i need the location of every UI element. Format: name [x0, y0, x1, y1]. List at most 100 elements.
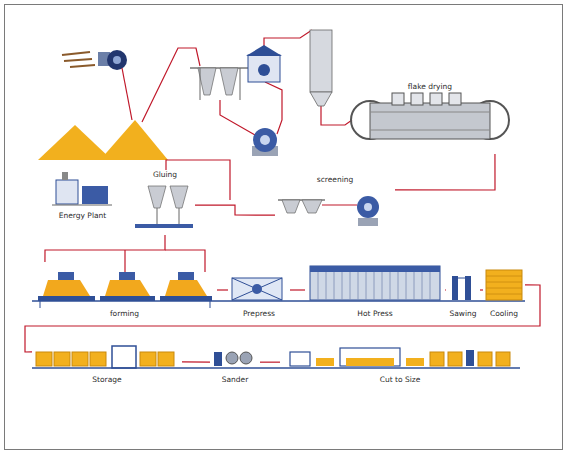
cooler	[486, 270, 522, 300]
dryer	[392, 93, 404, 105]
silo	[310, 30, 332, 106]
screen	[278, 196, 379, 226]
finishing-line	[32, 346, 520, 368]
process-pipe	[322, 204, 357, 205]
glue-mixer	[148, 186, 166, 208]
forming-line	[210, 301, 211, 308]
finishing-line	[214, 352, 222, 366]
dryer	[430, 93, 442, 105]
glue-mixer	[179, 208, 180, 224]
cooler	[486, 276, 522, 294]
silo	[310, 92, 332, 106]
process-pipe	[321, 106, 352, 125]
finishing-line	[496, 352, 510, 366]
forming-line	[178, 272, 194, 280]
flaker	[246, 45, 282, 56]
energy-plant	[56, 180, 78, 204]
prepress-machine	[232, 278, 282, 300]
screen	[358, 218, 378, 226]
forming-line	[165, 280, 207, 296]
mill	[260, 135, 270, 145]
process-pipe	[124, 250, 125, 272]
finishing-line	[158, 352, 174, 366]
process-line	[395, 154, 495, 190]
hopper-group	[240, 68, 241, 100]
dryer	[411, 93, 423, 105]
finishing-line	[290, 352, 310, 366]
energy-plant	[82, 186, 108, 204]
station-label: Cooling	[490, 309, 518, 318]
dryer	[449, 93, 461, 105]
finishing-line	[346, 358, 394, 366]
station-label: forming	[110, 309, 139, 318]
station-label: Storage	[92, 375, 121, 384]
chip-pile	[100, 120, 168, 160]
energy-plant	[52, 205, 112, 206]
mill	[253, 128, 277, 152]
glue-mixer	[170, 186, 188, 208]
process-station: Energy Plant	[50, 170, 115, 220]
station-label: Prepress	[243, 309, 275, 318]
prepress-machine	[232, 278, 282, 300]
saw	[452, 278, 471, 279]
mill	[252, 128, 278, 156]
finishing-line	[36, 352, 52, 366]
energy-plant	[62, 172, 68, 180]
flaker	[258, 64, 270, 76]
log-feed	[62, 52, 95, 67]
forming-line	[160, 296, 212, 301]
forming-line	[58, 272, 74, 280]
station-label: Sander	[222, 375, 249, 384]
finishing-line	[72, 352, 88, 366]
process-pipe	[165, 250, 205, 272]
screen	[302, 200, 322, 213]
finishing-line	[430, 352, 444, 366]
forming-line	[119, 272, 135, 280]
process-pipe	[264, 30, 312, 50]
log-feed	[64, 59, 92, 61]
process-line	[195, 205, 275, 215]
cooler	[486, 270, 522, 300]
finishing-line	[54, 352, 70, 366]
station-label: Hot Press	[357, 309, 392, 318]
station-label: screening	[317, 175, 354, 184]
station-label: flake drying	[408, 82, 452, 91]
chip-pile	[38, 125, 112, 160]
forming-line	[105, 280, 150, 296]
hopper-group	[198, 68, 216, 95]
log-feed	[70, 65, 95, 67]
dryer	[370, 112, 490, 113]
process-station: screening	[275, 175, 395, 230]
finishing-line	[90, 352, 106, 366]
chipper	[98, 50, 127, 70]
flaker	[248, 55, 280, 82]
finishing-line	[406, 358, 424, 366]
chip-pile	[38, 120, 168, 160]
hopper-group	[190, 68, 250, 100]
flaker	[246, 45, 282, 82]
hot-press-machine	[310, 266, 440, 272]
process-pipe	[122, 68, 132, 120]
screen	[282, 200, 300, 213]
process-line	[445, 289, 446, 290]
finishing-line	[448, 352, 462, 366]
forming-line	[38, 296, 95, 301]
hot-press-machine	[310, 266, 440, 300]
station-label: Cut to Size	[380, 375, 421, 384]
station-label: Sawing	[449, 309, 476, 318]
hot-press-machine	[310, 266, 440, 300]
process-line	[480, 289, 483, 290]
process-station: Gluing	[135, 170, 195, 235]
process-station: Cooling	[483, 262, 525, 318]
chipper	[107, 50, 127, 70]
process-station: Hot Press	[305, 262, 445, 318]
process-line	[182, 361, 210, 362]
glue-mixer	[157, 208, 158, 224]
glue-mixer	[135, 224, 193, 228]
process-line	[45, 235, 165, 262]
forming-line	[40, 301, 41, 308]
hot-press-machine	[318, 272, 430, 300]
